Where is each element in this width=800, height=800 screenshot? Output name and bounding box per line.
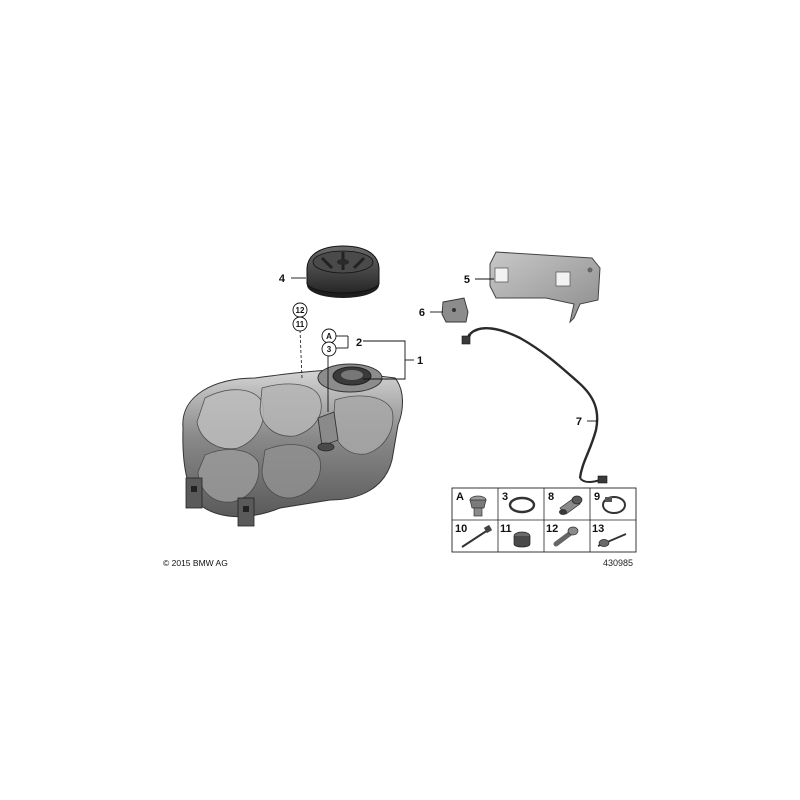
- leader-lines: [291, 277, 598, 422]
- callout-12: 12: [296, 306, 305, 315]
- grid-label-12: 12: [546, 523, 558, 535]
- cable-tie-icon: [461, 524, 493, 548]
- callout-A: A: [326, 332, 332, 341]
- plug-icon: [559, 495, 583, 515]
- grid-label-9: 9: [594, 491, 600, 503]
- expansion-tank: [182, 363, 403, 527]
- callout-11: 11: [296, 320, 305, 329]
- sensor-cable: [461, 327, 608, 484]
- callout-5: 5: [464, 274, 470, 286]
- callout-7: 7: [576, 416, 582, 428]
- circled-callout-11: 11: [292, 316, 308, 332]
- grid-label-10: 10: [455, 523, 467, 535]
- holder-clip: [441, 297, 469, 323]
- circled-callout-12: 12: [292, 302, 308, 318]
- bolt-icon: [553, 526, 579, 547]
- o-ring-icon: [508, 496, 536, 514]
- copyright-text: © 2015 BMW AG: [163, 558, 228, 568]
- diagram-number: 430985: [603, 558, 633, 568]
- grommet-icon: [513, 531, 531, 548]
- callout-6: 6: [419, 307, 425, 319]
- mounting-bracket: [489, 251, 601, 324]
- grid-label-A: A: [456, 491, 464, 503]
- grid-label-3: 3: [502, 491, 508, 503]
- small-parts-grid: A 3 8 9 10 11 12 13: [451, 487, 637, 553]
- circled-callout-3: 3: [321, 341, 337, 357]
- hose-clamp-icon: [602, 496, 626, 514]
- grid-label-11: 11: [500, 523, 512, 535]
- callout-2: 2: [356, 337, 362, 349]
- callout-1: 1: [417, 355, 423, 367]
- rivet-icon: [597, 533, 627, 547]
- tank-cap: [306, 245, 380, 298]
- bleeder-screw-icon: [469, 495, 487, 517]
- circled-callout-A: A: [321, 328, 337, 344]
- callout-3: 3: [327, 345, 332, 354]
- grid-label-8: 8: [548, 491, 554, 503]
- callout-4: 4: [279, 273, 286, 285]
- grid-label-13: 13: [592, 523, 604, 535]
